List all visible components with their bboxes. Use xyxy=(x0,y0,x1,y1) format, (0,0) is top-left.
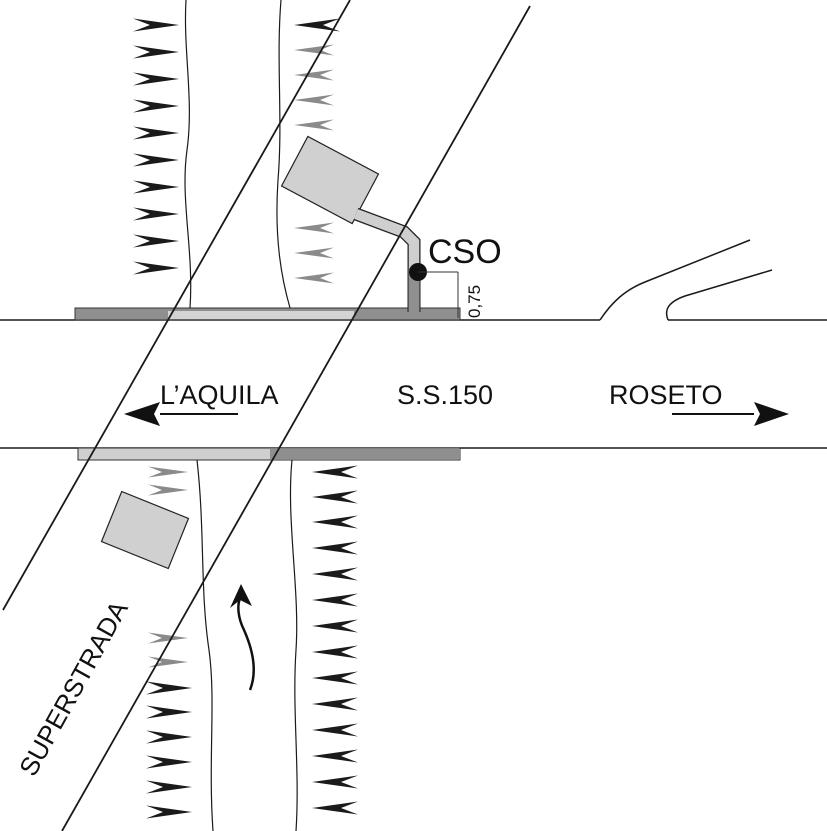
river-line-south-west xyxy=(196,459,214,831)
structure-south xyxy=(100,490,190,570)
south-bank-dark xyxy=(270,449,460,459)
arrow-left-icon xyxy=(124,402,238,426)
dimension-label: 0,75 xyxy=(465,285,484,318)
river-line-south-east xyxy=(289,459,298,831)
arrow-right-icon xyxy=(672,402,789,426)
north-bank-light xyxy=(168,311,354,319)
superstrada-road xyxy=(2,0,531,831)
road-junction-branch xyxy=(599,239,751,321)
river-line-north-east xyxy=(276,0,291,309)
cso-label: CSO xyxy=(428,233,502,271)
label-laquila: L’AQUILA xyxy=(160,380,279,410)
building-south xyxy=(100,490,190,570)
label-roseto: ROSETO xyxy=(609,380,723,410)
river-line-north-west xyxy=(184,0,192,309)
superstrada-edge-west xyxy=(2,0,351,611)
road-junction-branch-inner xyxy=(665,269,773,321)
superstrada-edge-east xyxy=(61,5,531,831)
label-road-ss150: S.S.150 xyxy=(397,380,493,410)
curved-arrow-up-icon xyxy=(230,584,256,691)
slope-hatching-south-east xyxy=(312,465,358,815)
dimension-marker xyxy=(418,271,459,318)
river-channel xyxy=(184,0,298,831)
slope-hatching-north-west xyxy=(133,18,179,275)
label-superstrada: SUPERSTRADA xyxy=(13,595,134,781)
structure-north xyxy=(280,135,380,225)
river-banks xyxy=(74,307,461,461)
building-north xyxy=(280,135,380,225)
